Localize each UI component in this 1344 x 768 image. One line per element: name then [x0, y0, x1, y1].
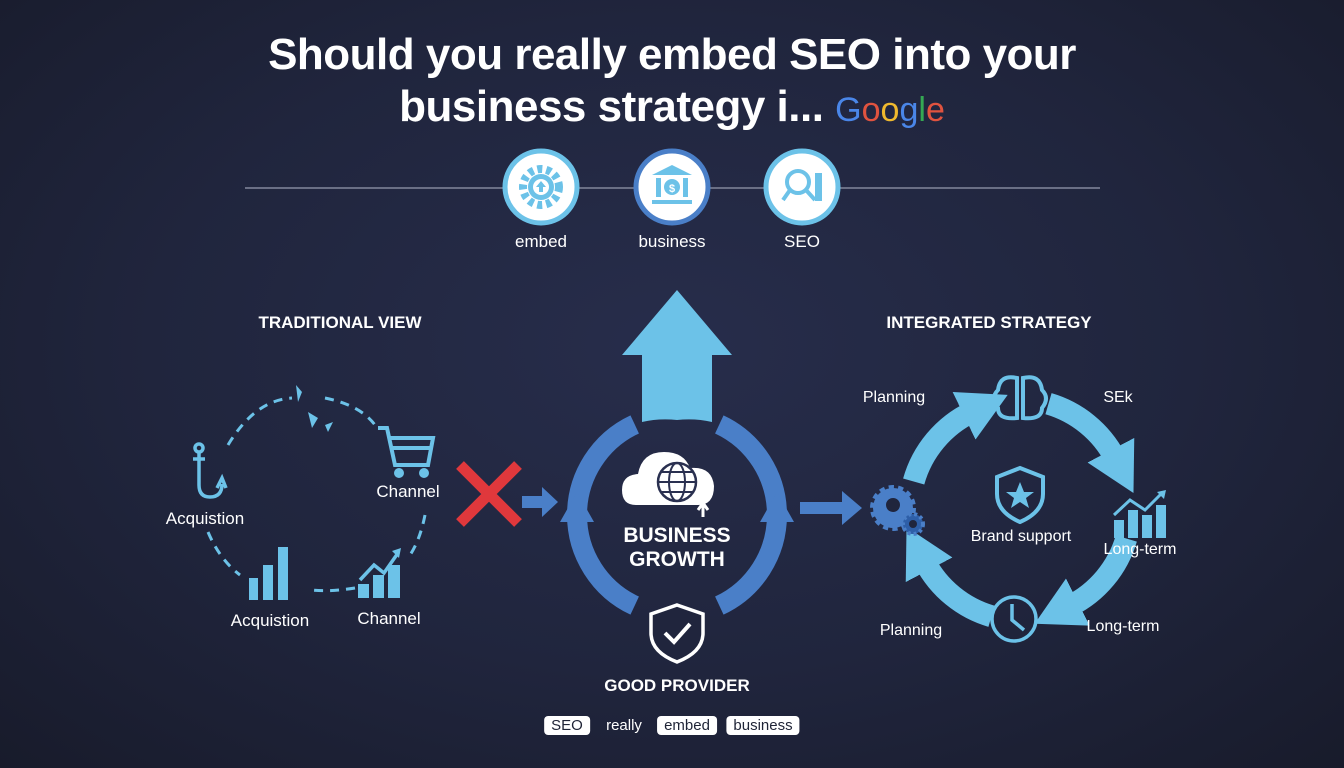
gear-upload-icon: [502, 148, 580, 226]
title-text: business strategy i...: [399, 82, 824, 131]
growth-ring: [567, 415, 787, 615]
arrow-out-of-center: [800, 491, 862, 525]
ring-arrowheads: [560, 492, 794, 522]
int-label-planning-2: Planning: [879, 622, 943, 639]
growth-chart-icon: [358, 548, 401, 598]
tag-really: really: [606, 717, 642, 734]
svg-text:$: $: [669, 183, 675, 195]
broken-arrow-fragments: [296, 385, 333, 432]
trad-label-channel-1: Channel: [376, 482, 440, 501]
int-label-long-term-2: Long-term: [1086, 618, 1160, 635]
shield-check-icon: [649, 603, 705, 664]
hook-icon: [193, 442, 228, 499]
shield-star-icon: [995, 465, 1045, 525]
tag-seo: SEO: [544, 716, 590, 735]
integrated-cycle-arrows: [903, 392, 1137, 627]
red-x-icon: [456, 461, 522, 527]
business-label: business: [638, 232, 706, 251]
magnifier-chart-icon: [763, 148, 841, 226]
google-logo: Google: [835, 91, 945, 129]
traditional-dashed-cycle: [206, 396, 427, 593]
int-label-long-term-1: Long-term: [1103, 541, 1177, 558]
trad-label-acquisition-2: Acquistion: [230, 611, 310, 630]
embed-label: embed: [515, 232, 567, 251]
tag-business: business: [726, 716, 800, 735]
trad-label-channel-2: Channel: [357, 609, 421, 628]
title-line-1: Should you really embed SEO into your: [268, 30, 1076, 79]
int-label-sek: SEk: [1103, 389, 1133, 406]
seo-label: SEO: [784, 232, 820, 251]
traditional-heading: TRADITIONAL VIEW: [258, 313, 422, 332]
brain-icon: [992, 375, 1048, 421]
cloud-globe-icon: [622, 452, 714, 517]
cart-icon: [378, 426, 436, 478]
bar-chart-icon: [249, 547, 288, 600]
gears-icon: [870, 485, 925, 536]
tag-embed: embed: [657, 716, 717, 735]
title-line-2: business strategy i... Google: [0, 82, 1344, 132]
long-term-chart-icon: [1112, 490, 1166, 538]
trad-label-acquisition-1: Acquistion: [165, 509, 245, 528]
integrated-heading: INTEGRATED STRATEGY: [886, 313, 1092, 332]
clock-icon: [990, 595, 1038, 643]
int-label-planning-1: Planning: [862, 389, 926, 406]
growth-up-arrow: [622, 290, 732, 422]
arrow-into-center: [522, 487, 558, 517]
good-provider-label: GOOD PROVIDER: [604, 676, 750, 695]
brand-support-label: Brand support: [970, 528, 1072, 545]
bank-icon: $: [633, 148, 711, 226]
